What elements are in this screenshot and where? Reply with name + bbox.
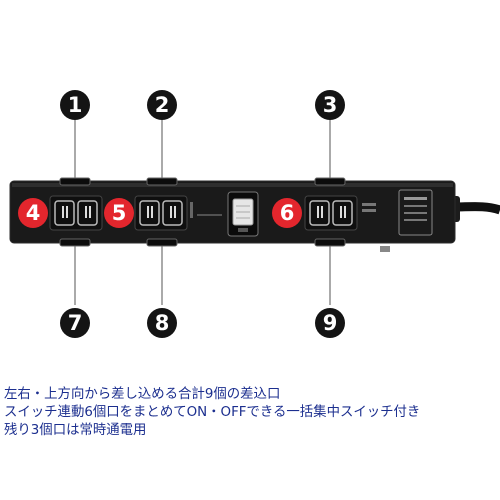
- product-illustration: 1 2 3 4 5 6 7 8 9: [9, 90, 500, 338]
- label-plate: [398, 189, 433, 236]
- caption-line-1: 左右・上方向から差し込める合計9個の差込口: [4, 387, 281, 402]
- printed-marking: [404, 219, 427, 221]
- callout-badge-8: 8: [147, 308, 177, 338]
- master-switch-icon: [227, 191, 259, 237]
- callout-badge-2: 2: [147, 90, 177, 120]
- callout-badge-1: 1: [60, 90, 90, 120]
- outlet-face: [54, 200, 75, 226]
- printed-marking: [380, 246, 390, 252]
- callout-badge-4: 4: [18, 198, 48, 228]
- printed-marking: [362, 203, 376, 206]
- callout-badge-9: 9: [315, 308, 345, 338]
- outlet-face: [332, 200, 353, 226]
- strip-highlight: [12, 183, 453, 187]
- caption-line-3: 残り3個口は常時通電用: [4, 423, 147, 438]
- outlet-group-2: [134, 177, 188, 247]
- outlet-face: [309, 200, 330, 226]
- product-caption: 左右・上方向から差し込める合計9個の差込口 スイッチ連動6個口をまとめてON・O…: [4, 386, 496, 440]
- outlet-face: [162, 200, 183, 226]
- callout-badge-5: 5: [104, 198, 134, 228]
- printed-marking: [362, 209, 376, 212]
- outlet-group-3: [304, 177, 358, 247]
- callout-badge-7: 7: [60, 308, 90, 338]
- power-cord: [454, 202, 500, 215]
- outlet-group-1: [49, 177, 103, 247]
- printed-marking: [190, 202, 193, 218]
- printed-marking: [404, 212, 427, 214]
- outlet-face: [139, 200, 160, 226]
- printed-marking: [404, 197, 427, 200]
- caption-line-2: スイッチ連動6個口をまとめてON・OFFできる一括集中スイッチ付き: [4, 405, 421, 420]
- callout-badge-3: 3: [315, 90, 345, 120]
- callout-badge-6: 6: [272, 198, 302, 228]
- printed-marking: [404, 205, 427, 207]
- outlet-face: [77, 200, 98, 226]
